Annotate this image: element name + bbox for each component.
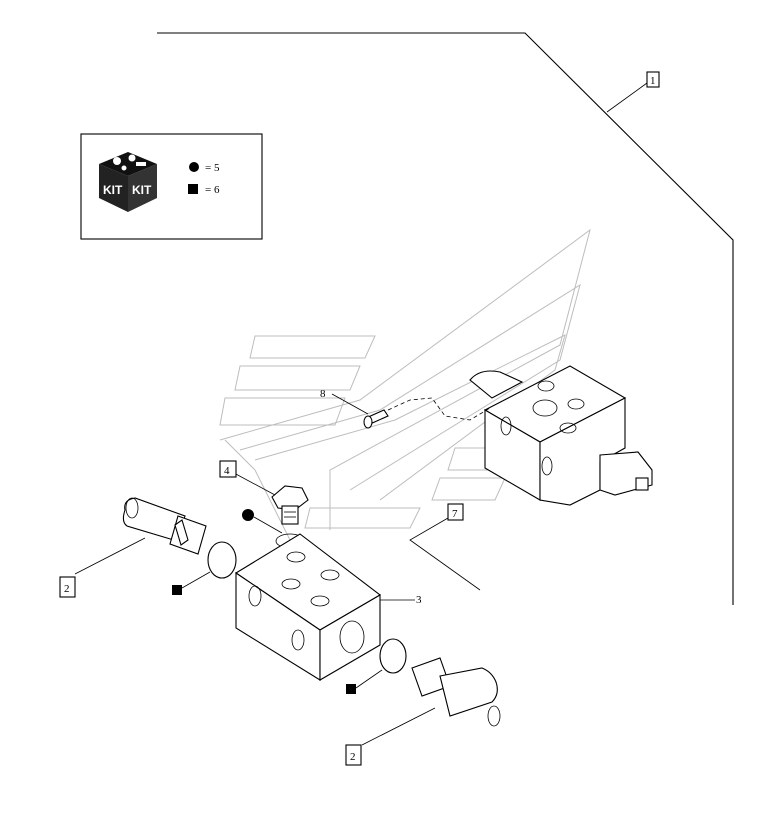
callout-box-2b [345,744,362,766]
square-marker-right [346,684,356,694]
kit-legend [80,133,263,240]
callout-box-7 [447,503,464,521]
bolt-part-8 [331,393,491,429]
leader-7 [409,517,481,591]
kit-icon-text-left: KIT [103,183,123,197]
main-valve-body [469,365,653,506]
callout-label-4: 4 [224,465,230,477]
watermark-logo [219,228,591,561]
square-marker-left [172,585,182,595]
callout-box-1 [646,71,660,88]
callout-label-2a: 2 [64,583,70,595]
kit-icon-text-right: KIT [132,183,152,197]
callout-label-2b: 2 [350,751,356,763]
callout-label-3: 3 [416,594,422,606]
cartridge-part-2-left [59,497,237,598]
assembly-boundary [157,32,734,605]
legend-circle-text: = 5 [205,162,220,174]
kit-box-icon [99,152,157,212]
plug-part-4 [219,460,309,549]
circle-marker-icon [189,162,199,172]
callout-label-7: 7 [452,508,458,520]
cartridge-part-2-right [345,638,501,766]
callout-label-1: 1 [650,75,656,87]
callout-label-8: 8 [320,388,326,400]
square-marker-icon [188,184,198,194]
valve-block-part-3 [234,533,415,681]
legend-square-text: = 6 [205,184,220,196]
callout-box-2a [59,576,76,598]
legend-frame [80,133,263,240]
callout-box-4 [219,460,237,478]
